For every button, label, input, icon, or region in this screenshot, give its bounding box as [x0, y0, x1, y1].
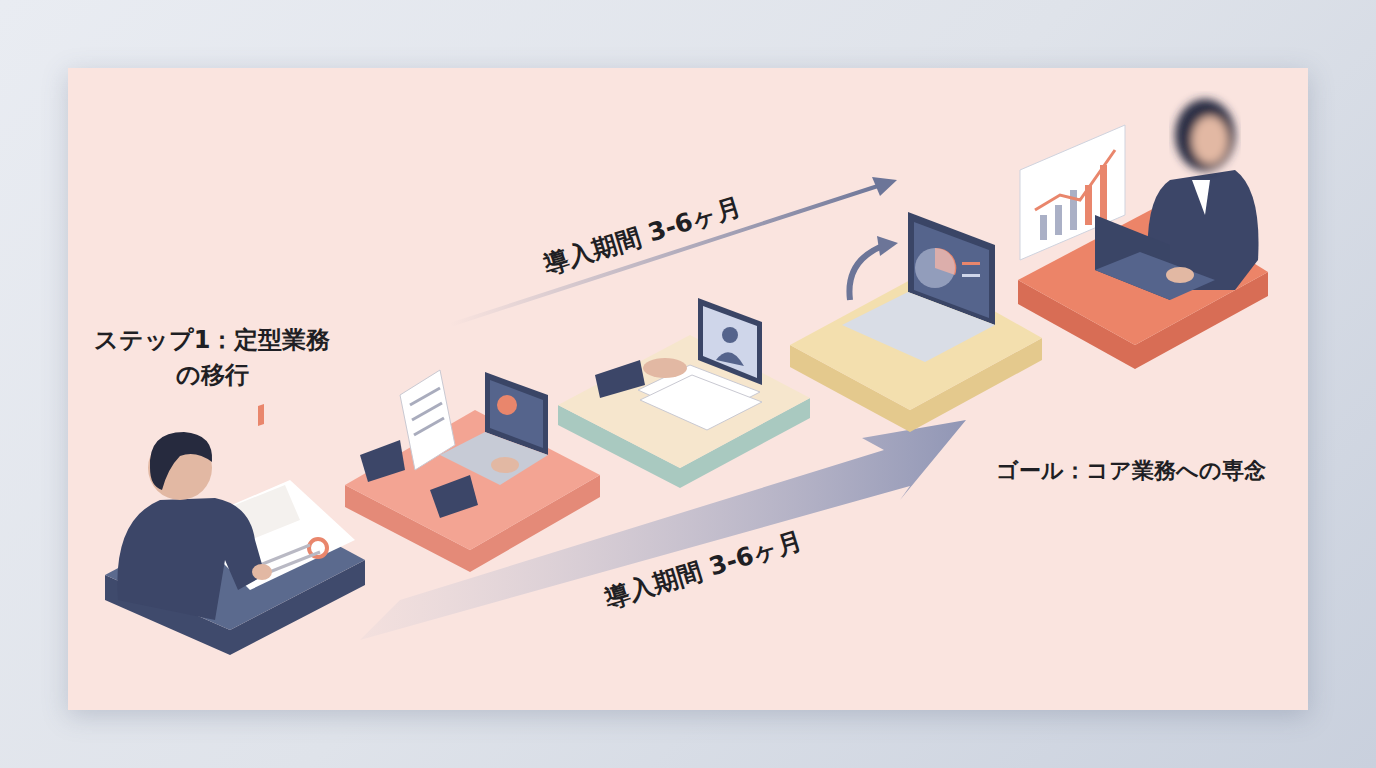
goal-label: ゴール：コア業務への専念	[996, 455, 1266, 487]
period-label: 導入期間 3-6ヶ月	[540, 189, 747, 284]
step-tile	[558, 298, 810, 488]
step-tile	[345, 370, 600, 572]
timeline-arrow	[450, 184, 884, 325]
start-desk	[105, 404, 365, 655]
step-tile	[790, 212, 1042, 432]
arrow-head	[872, 177, 897, 196]
goal-tile	[1018, 99, 1268, 369]
step-label: ステップ1：定型業務の移行	[92, 323, 332, 393]
period-label: 導入期間 3-6ヶ月	[601, 523, 808, 618]
